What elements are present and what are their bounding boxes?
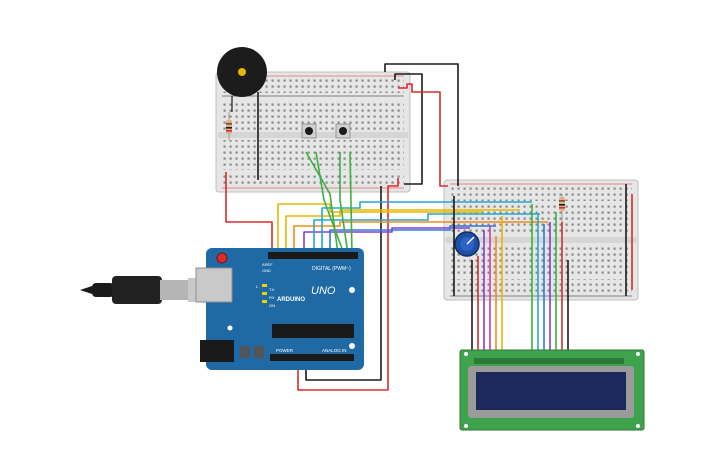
pushbutton-2[interactable]: [335, 123, 351, 139]
aref-label: AREF: [262, 262, 273, 267]
piezo-buzzer[interactable]: [217, 47, 267, 180]
digital-label: DIGITAL (PWM~): [312, 266, 351, 272]
analog-label: ANALOG IN: [322, 348, 347, 353]
wires: [225, 63, 633, 391]
arduino-uno[interactable]: DIGITAL (PWM~) AREF GND TX RX ON L ARDUI…: [195, 248, 364, 370]
potentiometer[interactable]: [454, 231, 480, 257]
resistor-right[interactable]: [559, 194, 565, 222]
resistor-left[interactable]: [226, 112, 232, 140]
tx-label: TX: [269, 287, 274, 292]
on-label: ON: [269, 303, 275, 308]
breadboard-left: [215, 71, 411, 193]
lcd-display: [459, 349, 645, 431]
rx-label: RX: [269, 295, 275, 300]
usb-cable: [80, 276, 212, 304]
power-label: POWER: [276, 348, 294, 353]
brand-label: ARDUINO: [277, 297, 305, 303]
gnd-label: GND: [262, 268, 271, 273]
l-label: L: [256, 284, 259, 289]
model-label: UNO: [311, 285, 336, 297]
pushbutton-1[interactable]: [301, 123, 317, 139]
